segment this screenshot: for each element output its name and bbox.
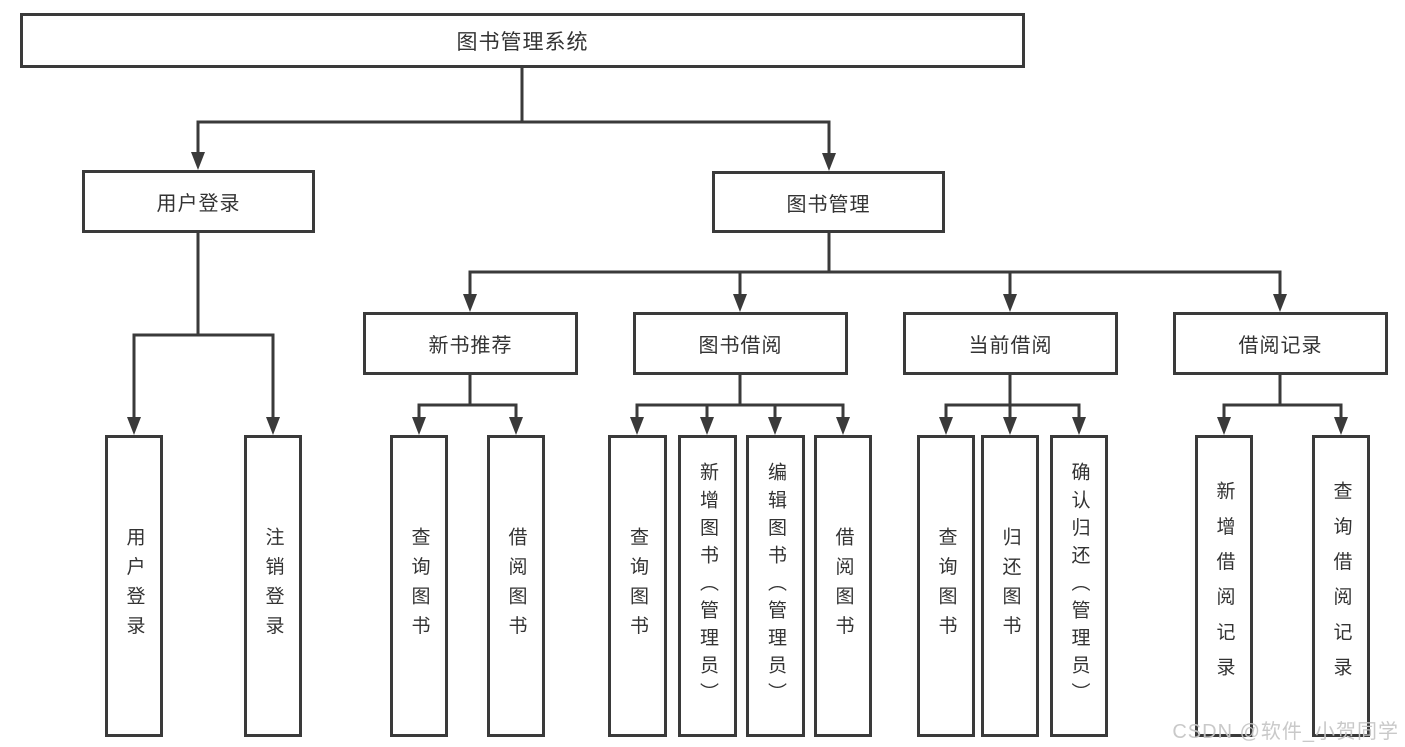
node-book-management: 图书管理 xyxy=(712,171,945,233)
leaf-current-query-book: 查询图书 xyxy=(917,435,975,737)
leaf-current-return-book-label: 归还图书 xyxy=(999,527,1021,645)
leaf-record-query-record-label: 查询借阅记录 xyxy=(1330,480,1352,692)
connector-new-book-to-leaves xyxy=(417,375,518,421)
arrowheads-new-book-to-leaves xyxy=(412,417,523,435)
leaf-recommend-borrow-book-label: 借阅图书 xyxy=(505,527,527,645)
arrowheads-book-borrow-to-leaves xyxy=(630,417,850,435)
leaf-logout: 注销登录 xyxy=(244,435,302,737)
node-new-book-recommend: 新书推荐 xyxy=(363,312,578,375)
connector-root-to-level2 xyxy=(196,68,831,157)
leaf-borrow-borrow-book: 借阅图书 xyxy=(814,435,872,737)
leaf-borrow-edit-book-admin-label: 编辑图书（管理员） xyxy=(765,462,786,710)
node-current-borrow: 当前借阅 xyxy=(903,312,1118,375)
connector-user-login-to-leaves xyxy=(132,233,275,421)
node-borrow-record: 借阅记录 xyxy=(1173,312,1388,375)
leaf-borrow-add-book-admin-label: 新增图书（管理员） xyxy=(697,462,718,710)
leaf-record-add-record-label: 新增借阅记录 xyxy=(1213,480,1235,692)
arrowheads-borrow-record-to-leaves xyxy=(1217,417,1348,435)
node-borrow-record-label: 借阅记录 xyxy=(1238,335,1323,357)
leaf-recommend-borrow-book: 借阅图书 xyxy=(487,435,545,737)
leaf-borrow-query-book-label: 查询图书 xyxy=(627,527,648,645)
node-book-borrow: 图书借阅 xyxy=(633,312,848,375)
leaf-borrow-edit-book-admin: 编辑图书（管理员） xyxy=(746,435,805,737)
leaf-current-return-book: 归还图书 xyxy=(981,435,1039,737)
leaf-current-confirm-return-admin-label: 确认归还（管理员） xyxy=(1068,462,1090,710)
arrowheads-current-borrow-to-leaves xyxy=(939,417,1086,435)
node-book-borrow-label: 图书借阅 xyxy=(698,335,783,357)
node-new-book-recommend-label: 新书推荐 xyxy=(428,335,513,357)
leaf-user-login-label: 用户登录 xyxy=(123,527,145,645)
leaf-borrow-query-book: 查询图书 xyxy=(608,435,667,737)
arrowheads-user-login-to-leaves xyxy=(127,417,280,435)
leaf-current-confirm-return-admin: 确认归还（管理员） xyxy=(1050,435,1108,737)
csdn-watermark: CSDN @软件_小贺同学 xyxy=(1172,721,1399,743)
connector-current-borrow-to-leaves xyxy=(944,375,1081,421)
node-root-system-label: 图书管理系统 xyxy=(456,30,589,54)
node-book-management-label: 图书管理 xyxy=(786,193,871,216)
leaf-record-add-record: 新增借阅记录 xyxy=(1195,435,1253,737)
connector-borrow-record-to-leaves xyxy=(1222,375,1343,421)
leaf-record-query-record: 查询借阅记录 xyxy=(1312,435,1370,737)
arrowheads-book-mgmt-to-level3 xyxy=(463,294,1287,312)
node-current-borrow-label: 当前借阅 xyxy=(968,335,1053,357)
leaf-user-login: 用户登录 xyxy=(105,435,163,737)
arrowheads-root-to-level2 xyxy=(191,152,836,171)
leaf-current-query-book-label: 查询图书 xyxy=(935,527,957,645)
leaf-logout-label: 注销登录 xyxy=(262,527,284,645)
node-user-login-label: 用户登录 xyxy=(156,193,241,215)
node-user-login: 用户登录 xyxy=(82,170,315,233)
connector-book-borrow-to-leaves xyxy=(635,375,845,421)
leaf-borrow-add-book-admin: 新增图书（管理员） xyxy=(678,435,737,737)
leaf-borrow-borrow-book-label: 借阅图书 xyxy=(832,527,854,645)
node-root-system: 图书管理系统 xyxy=(20,13,1025,68)
leaf-recommend-query-book-label: 查询图书 xyxy=(408,527,430,645)
connector-book-mgmt-to-level3 xyxy=(468,233,1282,298)
leaf-recommend-query-book: 查询图书 xyxy=(390,435,448,737)
